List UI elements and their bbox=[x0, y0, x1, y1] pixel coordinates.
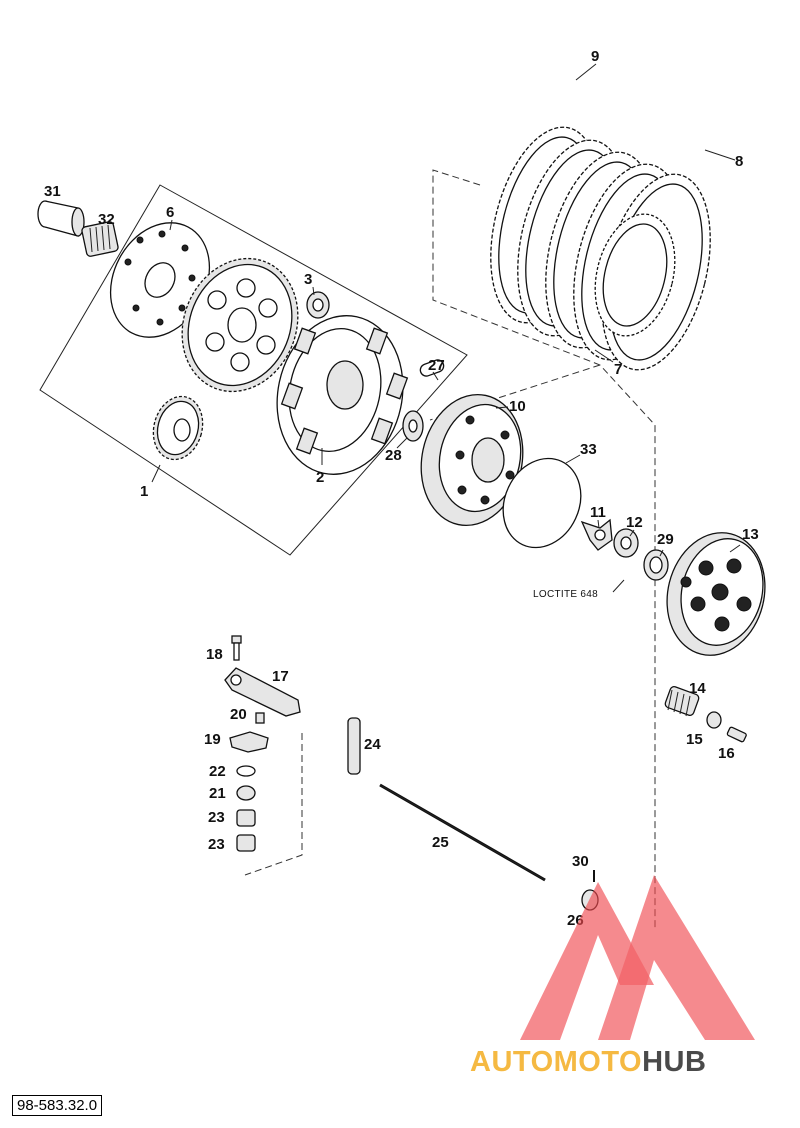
callout-3: 3 bbox=[304, 271, 312, 288]
callout-10: 10 bbox=[509, 398, 526, 415]
discs-dashed-boundary bbox=[432, 169, 656, 930]
part-18-bolt bbox=[231, 635, 242, 661]
part-24-shaft bbox=[347, 717, 361, 775]
callout-11: 11 bbox=[590, 504, 606, 521]
callout-29: 29 bbox=[657, 531, 674, 548]
callout-19: 19 bbox=[204, 731, 221, 748]
callout-27: 27 bbox=[428, 357, 445, 374]
callout-22: 22 bbox=[209, 763, 226, 780]
brand-wordmark-part2: HUB bbox=[642, 1046, 707, 1078]
callout-12: 12 bbox=[626, 514, 643, 531]
callout-15: 15 bbox=[686, 731, 703, 748]
part-6-thrust-washer bbox=[109, 222, 211, 338]
loctite-note: LOCTITE 648 bbox=[533, 589, 598, 600]
callout-24: 24 bbox=[364, 736, 381, 753]
document-id: 98-583.32.0 bbox=[12, 1095, 103, 1116]
callout-7: 7 bbox=[614, 361, 622, 378]
callout-6: 6 bbox=[166, 204, 174, 221]
callout-31: 31 bbox=[44, 183, 61, 200]
part-16-screw bbox=[726, 726, 747, 743]
part-23-bushing-lower bbox=[236, 834, 256, 852]
callout-30: 30 bbox=[572, 853, 589, 870]
part-17-clutch-lever bbox=[224, 667, 301, 717]
group-1-boundary bbox=[39, 184, 468, 556]
callout-16: 16 bbox=[718, 745, 735, 762]
callout-23-lower: 23 bbox=[208, 836, 225, 853]
part-2-clutch-basket bbox=[276, 315, 409, 475]
callout-23-upper: 23 bbox=[208, 809, 225, 826]
callout-14: 14 bbox=[689, 680, 706, 697]
callout-18: 18 bbox=[206, 646, 223, 663]
callout-32: 32 bbox=[98, 211, 115, 228]
brand-wordmark: AUTOMOTOHUB bbox=[470, 1046, 706, 1079]
callout-25: 25 bbox=[432, 834, 449, 851]
part-22-o-ring bbox=[236, 765, 256, 777]
callout-20: 20 bbox=[230, 706, 247, 723]
part-31-bushing bbox=[37, 200, 85, 237]
part-15-washer bbox=[706, 711, 722, 729]
callout-33: 33 bbox=[580, 441, 597, 458]
part-33-o-ring bbox=[502, 457, 582, 549]
part-29-bearing bbox=[643, 549, 669, 581]
leader-lines bbox=[151, 63, 741, 593]
callout-9: 9 bbox=[591, 48, 599, 65]
lever-dashed-bracket bbox=[244, 733, 303, 876]
callout-13: 13 bbox=[742, 526, 759, 543]
callout-2: 2 bbox=[316, 469, 324, 486]
clutch-disc-pack bbox=[490, 126, 711, 371]
part-19-plate bbox=[229, 731, 269, 753]
primary-gear bbox=[181, 257, 299, 393]
part-28-washer bbox=[402, 410, 424, 442]
part-23-bushing-upper bbox=[236, 809, 256, 827]
part-10-clutch-hub bbox=[420, 393, 524, 527]
part-14-spring bbox=[664, 686, 700, 717]
brand-wordmark-part1: AUTOMOTO bbox=[470, 1046, 643, 1078]
part-13-pressure-plate bbox=[666, 532, 766, 656]
callout-28: 28 bbox=[385, 447, 402, 464]
part-3-bushing bbox=[306, 291, 330, 319]
callout-1: 1 bbox=[140, 483, 148, 500]
callout-17: 17 bbox=[272, 668, 289, 685]
callout-8: 8 bbox=[735, 153, 743, 170]
brand-logo-icon bbox=[520, 875, 755, 1040]
part-32-needle-bearing bbox=[81, 221, 119, 257]
small-gear bbox=[152, 395, 204, 461]
callout-21: 21 bbox=[209, 785, 226, 802]
part-20-screw bbox=[255, 712, 265, 724]
part-12-nut bbox=[613, 528, 639, 558]
part-21-seal bbox=[236, 785, 256, 801]
part-11-lock-washer bbox=[580, 518, 613, 551]
